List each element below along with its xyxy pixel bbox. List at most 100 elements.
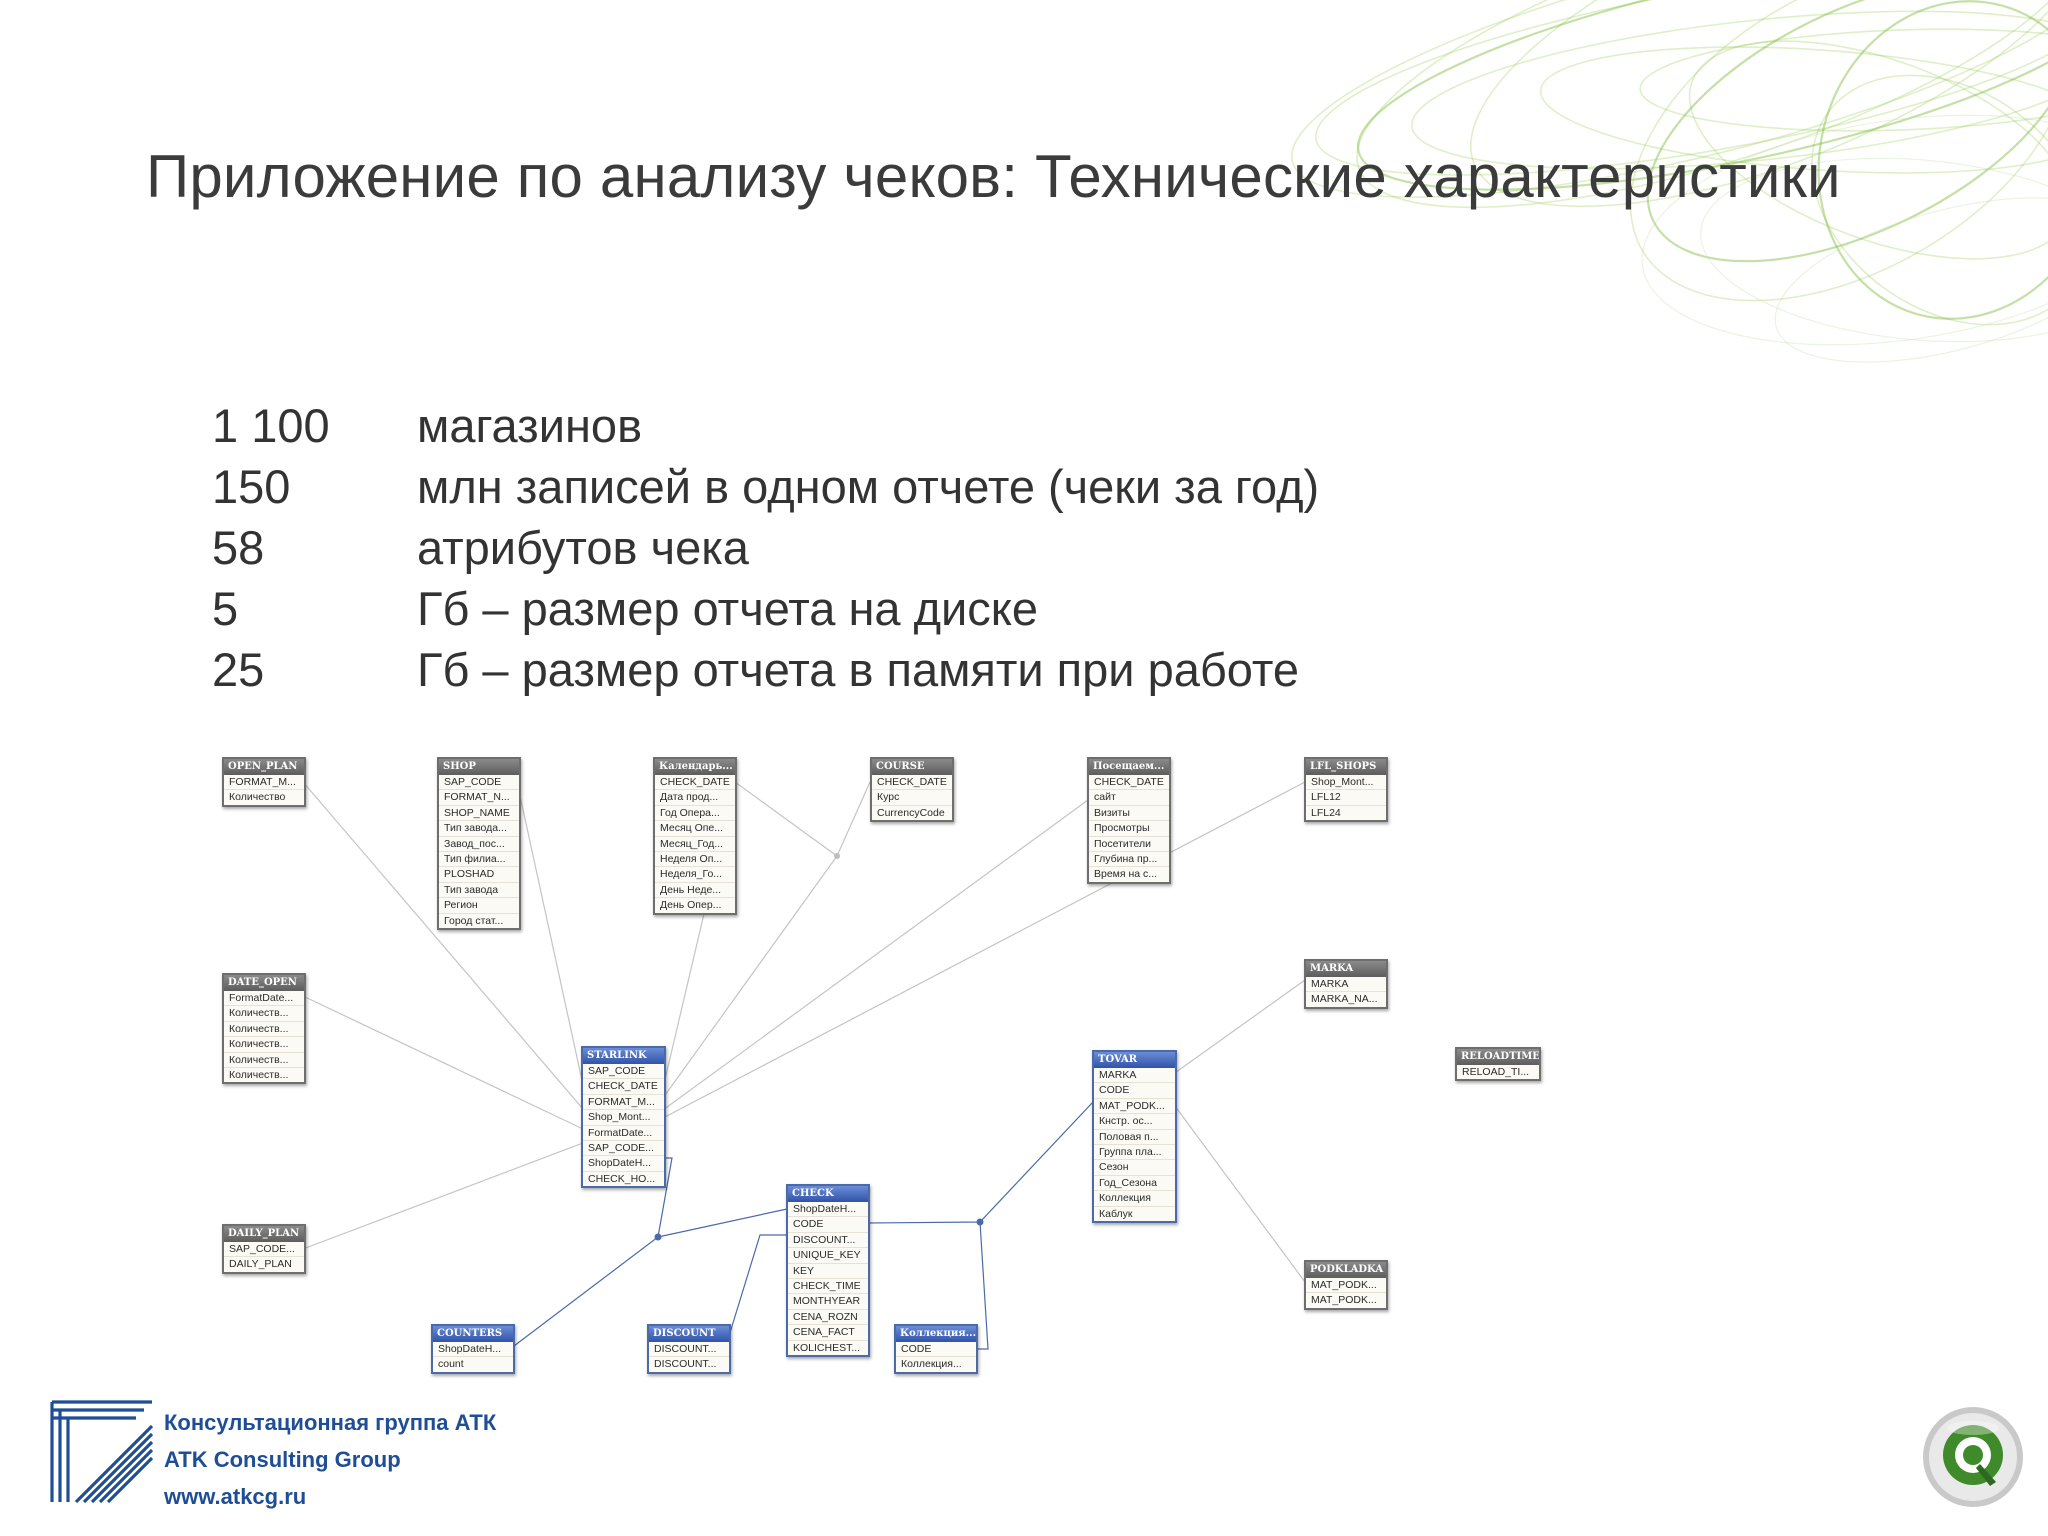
table-field[interactable]: Просмотры — [1089, 821, 1169, 837]
table-field[interactable]: LFL12 — [1306, 790, 1386, 806]
table-field[interactable]: MAT_PODK... — [1094, 1099, 1175, 1115]
table-header[interactable]: COURSE — [872, 759, 952, 775]
table-field[interactable]: Тип филиа... — [439, 852, 519, 868]
table-field[interactable]: CODE — [1094, 1083, 1175, 1099]
table-field[interactable]: Тип завода... — [439, 821, 519, 837]
table-field[interactable]: Количеств... — [224, 1053, 304, 1068]
table-field[interactable]: Коллекция — [1094, 1191, 1175, 1207]
table-field[interactable]: Год Опера... — [655, 806, 735, 822]
table-field[interactable]: CurrencyCode — [877, 806, 945, 819]
table-field[interactable]: PLOSHAD — [439, 867, 519, 883]
table-header[interactable]: DATE_OPEN — [224, 975, 304, 991]
table-header[interactable]: Коллекция... — [896, 1326, 976, 1342]
table-field[interactable]: Неделя Оп... — [655, 852, 735, 868]
table-field[interactable]: DISCOUNT... — [788, 1233, 868, 1249]
table-header[interactable]: STARLINK — [583, 1048, 664, 1064]
table-field[interactable]: Количеств... — [224, 1037, 304, 1053]
table-field[interactable]: DISCOUNT... — [654, 1358, 717, 1371]
table-field[interactable]: День Опер... — [660, 899, 722, 912]
table-field[interactable]: Год_Сезона — [1094, 1176, 1175, 1192]
table-header[interactable]: PODKLADKA — [1306, 1262, 1386, 1278]
table-field[interactable]: CHECK_DATE — [1089, 775, 1169, 791]
table-field[interactable]: Дата прод... — [655, 790, 735, 806]
table-header[interactable]: OPEN_PLAN — [224, 759, 304, 775]
table-header[interactable]: TOVAR — [1094, 1052, 1175, 1068]
table-field[interactable]: SAP_CODE — [583, 1064, 664, 1080]
table-field[interactable]: MARKA_NA... — [1311, 993, 1378, 1006]
table-field[interactable]: Посетители — [1089, 837, 1169, 852]
table-field[interactable]: RELOAD_TI... — [1462, 1066, 1530, 1078]
table-field[interactable]: CHECK_DATE — [583, 1079, 664, 1095]
table-field[interactable]: FormatDate... — [224, 991, 304, 1007]
table-field[interactable]: FORMAT_M... — [224, 775, 304, 791]
table-field[interactable]: LFL24 — [1311, 806, 1341, 819]
table-field[interactable]: Регион — [439, 898, 519, 914]
table-field[interactable]: Группа пла... — [1094, 1145, 1175, 1161]
table-field[interactable]: CENA_ROZN — [788, 1310, 868, 1326]
table-header[interactable]: Календарь... — [655, 759, 735, 775]
table-field[interactable]: MARKA — [1306, 977, 1386, 993]
table-header[interactable]: DAILY_PLAN — [224, 1226, 304, 1242]
table-field[interactable]: Shop_Mont... — [583, 1110, 664, 1126]
table-field[interactable]: SHOP_NAME — [439, 806, 519, 822]
table-field[interactable]: Тип завода — [439, 883, 519, 899]
table-field[interactable]: count — [438, 1358, 464, 1371]
table-field[interactable]: ShopDateH... — [788, 1202, 868, 1218]
table-header[interactable]: RELOADTIME — [1457, 1049, 1539, 1065]
table-field[interactable]: Сезон — [1094, 1160, 1175, 1176]
table-field[interactable]: Неделя_Го... — [655, 867, 735, 883]
table-field[interactable]: Город стат... — [444, 914, 504, 927]
table-field[interactable]: FORMAT_M... — [583, 1095, 664, 1111]
table-field[interactable]: CODE — [788, 1217, 868, 1233]
table-field[interactable]: Визиты — [1089, 806, 1169, 822]
table-header[interactable]: CHECK — [788, 1186, 868, 1202]
table-field[interactable]: Время на с... — [1094, 868, 1158, 881]
table-field[interactable]: MONTHYEAR — [788, 1294, 868, 1310]
table-field[interactable]: MAT_PODK... — [1306, 1278, 1386, 1294]
table-field[interactable]: MARKA — [1094, 1068, 1175, 1084]
table-field[interactable]: Месяц Опе... — [655, 821, 735, 837]
table-field[interactable]: DISCOUNT... — [649, 1342, 729, 1358]
table-field[interactable]: Месяц_Год... — [655, 837, 735, 852]
table-header[interactable]: SHOP — [439, 759, 519, 775]
table-field[interactable]: FORMAT_N... — [439, 790, 519, 806]
table-field[interactable]: Курс — [872, 790, 952, 806]
table-field[interactable]: DAILY_PLAN — [229, 1258, 292, 1271]
table-field[interactable]: Shop_Mont... — [1306, 775, 1386, 791]
table-field[interactable]: Количеств... — [224, 1022, 304, 1038]
table-field[interactable]: сайт — [1089, 790, 1169, 806]
table-field[interactable]: SAP_CODE — [439, 775, 519, 791]
table-field[interactable]: Количеств... — [224, 1006, 304, 1022]
table-field[interactable]: CODE — [896, 1342, 976, 1358]
table-field[interactable]: Завод_пос... — [439, 837, 519, 852]
table-field[interactable]: CENA_FACT — [788, 1325, 868, 1341]
table-header[interactable]: LFL_SHOPS — [1306, 759, 1386, 775]
table-field[interactable]: MAT_PODK... — [1311, 1294, 1377, 1307]
table-field[interactable]: CHECK_DATE — [872, 775, 952, 791]
table-field[interactable]: Количеств... — [229, 1068, 289, 1081]
table-field[interactable]: CHECK_DATE — [655, 775, 735, 791]
table-header[interactable]: COUNTERS — [433, 1326, 513, 1342]
table-field[interactable]: KEY — [788, 1264, 868, 1279]
table-field[interactable]: Количество — [229, 791, 286, 804]
table-field[interactable]: UNIQUE_KEY — [788, 1248, 868, 1264]
table-field[interactable]: Глубина пр... — [1089, 852, 1169, 868]
table-field[interactable]: SAP_CODE... — [224, 1242, 304, 1258]
table-field[interactable]: SAP_CODE... — [583, 1141, 664, 1157]
table-field[interactable]: CHECK_HO... — [588, 1172, 656, 1185]
table-field[interactable]: ShopDateH... — [433, 1342, 513, 1358]
table-field[interactable]: CHECK_TIME — [788, 1279, 868, 1295]
